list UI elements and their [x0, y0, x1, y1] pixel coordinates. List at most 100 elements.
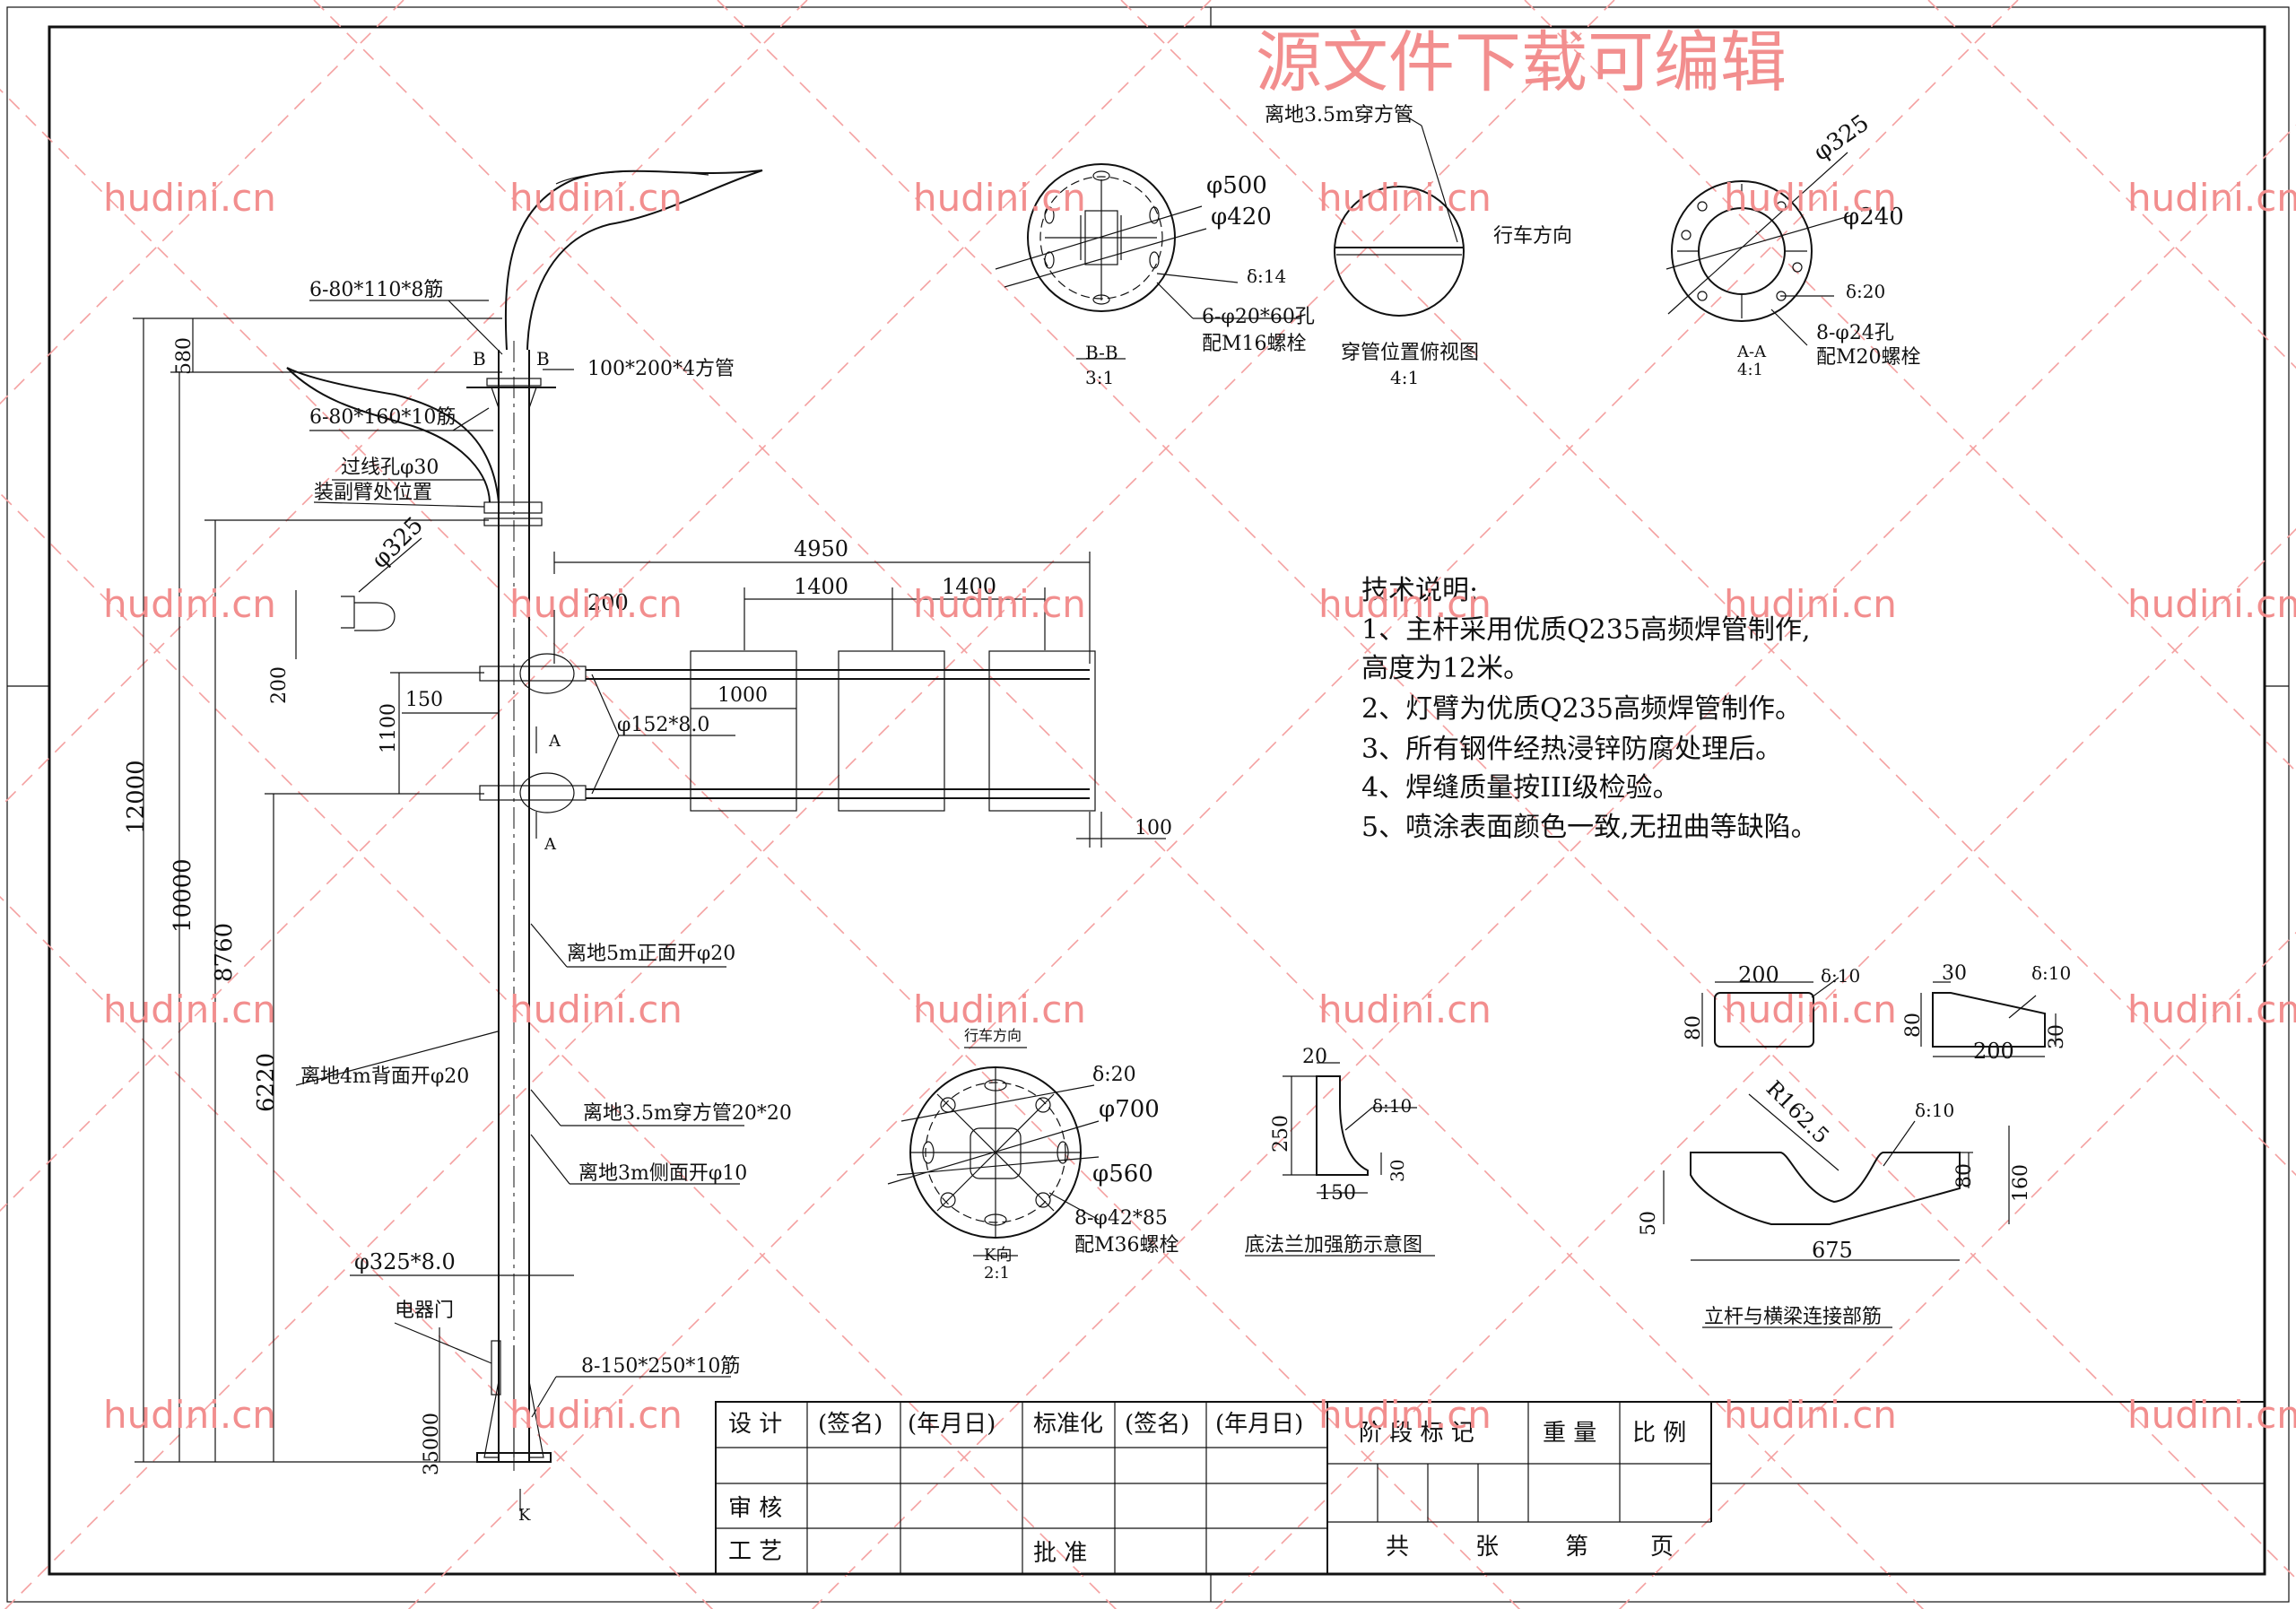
aa-thickness: δ:20	[1846, 281, 1885, 302]
bb-thickness: δ:14	[1247, 265, 1286, 287]
stiffener-top-label: 6-80*110*8筋	[309, 279, 443, 301]
bb-holes: 6-φ20*60孔	[1202, 306, 1315, 328]
k-dia-700: φ700	[1099, 1096, 1160, 1123]
elevation-leaders	[295, 300, 744, 1418]
tb-date-1: (年月日)	[908, 1411, 996, 1438]
conn-b-h30: 30	[2046, 1024, 2068, 1049]
watermark-site: hudini.cn	[509, 582, 683, 626]
notes-line-6: 5、喷涂表面颜色一致,无扭曲等缺陷。	[1361, 812, 1818, 843]
dim-4950: 4950	[794, 536, 848, 561]
section-b-left-marker: B	[473, 348, 486, 370]
dim-8760: 8760	[211, 923, 238, 982]
watermark-site: hudini.cn	[509, 1393, 683, 1437]
watermark-site: hudini.cn	[913, 987, 1086, 1031]
tb-review: 审 核	[728, 1495, 782, 1522]
watermark-site: hudini.cn	[1724, 176, 1897, 220]
connector-rib-detail: 200 δ:10 80 30 δ:10 80 200 30 R162.5 δ:1…	[1638, 962, 2071, 1328]
watermark-site: hudini.cn	[103, 987, 276, 1031]
section-a-top-marker: A	[548, 732, 561, 751]
dim-12000: 12000	[123, 760, 150, 834]
watermark-site: hudini.cn	[2127, 582, 2296, 626]
notes-line-1: 1、主杆采用优质Q235高频焊管制作,	[1361, 614, 1810, 646]
watermark-site: hudini.cn	[2127, 987, 2296, 1031]
bb-scale: 3:1	[1085, 367, 1114, 388]
watermark-site: hudini.cn	[103, 582, 276, 626]
section-bb-view: φ500 φ420 δ:14 6-φ20*60孔 配M16螺栓 B-B 3:1	[995, 163, 1315, 388]
hole-3m-label: 离地3m侧面开φ10	[578, 1162, 747, 1185]
notes-line-3: 2、灯臂为优质Q235高频焊管制作。	[1361, 693, 1802, 725]
dim-1400-first: 1400	[794, 574, 848, 599]
bb-dia-500: φ500	[1206, 172, 1267, 199]
dim-35000: 35000	[421, 1413, 443, 1475]
dim-100: 100	[1135, 817, 1172, 839]
watermark-banner: 源文件下载可编辑	[1256, 24, 1787, 101]
pipe-152-label: φ152*8.0	[617, 714, 709, 736]
tube-plan-direction: 行车方向	[1493, 225, 1572, 248]
aa-bolts: 配M20螺栓	[1816, 346, 1921, 369]
pole-elevation	[286, 170, 1096, 1471]
aa-scale: 4:1	[1737, 361, 1763, 379]
tube-plan-view: 离地3.5m穿方管 行车方向 穿管位置俯视图 4:1	[1265, 104, 1572, 388]
conn-c-h50: 50	[1638, 1211, 1660, 1236]
tb-total: 共	[1386, 1534, 1409, 1561]
conn-c-h80: 80	[1953, 1163, 1976, 1188]
conn-radius: R162.5	[1761, 1075, 1834, 1148]
watermark-site: hudini.cn	[1318, 987, 1492, 1031]
sheet-border	[6, 6, 2290, 1603]
notes-heading: 技术说明:	[1361, 575, 1478, 606]
bb-title: B-B	[1085, 342, 1118, 363]
tube-35m-label: 离地3.5m穿方管20*20	[583, 1102, 792, 1125]
tb-design: 设 计	[728, 1411, 782, 1438]
dim-10000: 10000	[170, 858, 196, 933]
stiffener-mid-label: 6-80*160*10筋	[309, 406, 456, 429]
section-a-bottom-marker: A	[544, 835, 557, 854]
notes-line-5: 4、焊缝质量按III级检验。	[1361, 772, 1680, 804]
view-k-detail: 行车方向 δ:20 φ700 φ560 8-φ42*85 配M36螺栓 K向 2…	[887, 1027, 1179, 1283]
watermark-site: hudini.cn	[1318, 1393, 1492, 1437]
watermark-site: hudini.cn	[1318, 582, 1492, 626]
sub-arm-position-label: 装副臂处位置	[314, 482, 432, 504]
tb-page: 页	[1650, 1534, 1674, 1561]
rib-title: 底法兰加强筋示意图	[1245, 1234, 1422, 1257]
elevation-dimensions	[133, 317, 1166, 1511]
bb-dia-420: φ420	[1211, 204, 1272, 230]
k-title: K向	[984, 1246, 1012, 1265]
watermark-site: hudini.cn	[913, 582, 1086, 626]
watermark-site: hudini.cn	[1724, 987, 1897, 1031]
watermark-site: hudini.cn	[2127, 176, 2296, 220]
tb-standard: 标准化	[1033, 1411, 1103, 1438]
square-tube-label: 100*200*4方管	[587, 358, 735, 380]
dim-1400-second: 1400	[942, 574, 996, 599]
watermark-site: hudini.cn	[509, 176, 683, 220]
conn-a-width: 200	[1738, 962, 1779, 987]
conn-c-h160: 160	[2010, 1164, 2032, 1202]
watermark-site: hudini.cn	[103, 176, 276, 220]
tb-sign-1: (签名)	[818, 1411, 883, 1438]
dim-1000: 1000	[718, 684, 768, 707]
k-dia-560: φ560	[1092, 1161, 1153, 1187]
tb-date-2: (年月日)	[1215, 1411, 1303, 1438]
tb-process: 工 艺	[728, 1538, 782, 1565]
tb-ratio: 比 例	[1632, 1420, 1686, 1447]
stiffener-base-label: 8-150*250*10筋	[581, 1355, 740, 1378]
k-holes: 8-φ42*85	[1074, 1207, 1168, 1230]
tube-plan-top-label: 离地3.5m穿方管	[1265, 104, 1413, 126]
rib-dim-250: 250	[1270, 1115, 1292, 1152]
title-block: 设 计 (签名) (年月日) 标准化 (签名) (年月日) 阶 段 标 记 重 …	[715, 1401, 2266, 1575]
dim-580: 580	[173, 337, 196, 375]
rib-dim-30: 30	[1387, 1160, 1408, 1182]
conn-title: 立杆与横梁连接部筋	[1704, 1306, 1882, 1328]
aa-holes: 8-φ24孔	[1816, 322, 1894, 344]
dim-200-vertical: 200	[268, 666, 291, 704]
notes-line-2: 高度为12米。	[1361, 653, 1530, 684]
base-rib-detail: 20 δ:10 250 30 150 底法兰加强筋示意图	[1245, 1046, 1435, 1257]
tube-plan-scale: 4:1	[1390, 367, 1419, 388]
conn-b-thickness: δ:10	[2031, 962, 2071, 984]
aa-title: A-A	[1736, 343, 1767, 361]
aa-dia-240: φ240	[1843, 204, 1904, 230]
section-aa-view: φ325 φ240 δ:20 8-φ24孔 配M20螺栓 A-A 4:1	[1665, 109, 1921, 379]
rib-thickness: δ:10	[1372, 1095, 1412, 1117]
hole-4m-label: 离地4m背面开φ20	[300, 1065, 469, 1088]
